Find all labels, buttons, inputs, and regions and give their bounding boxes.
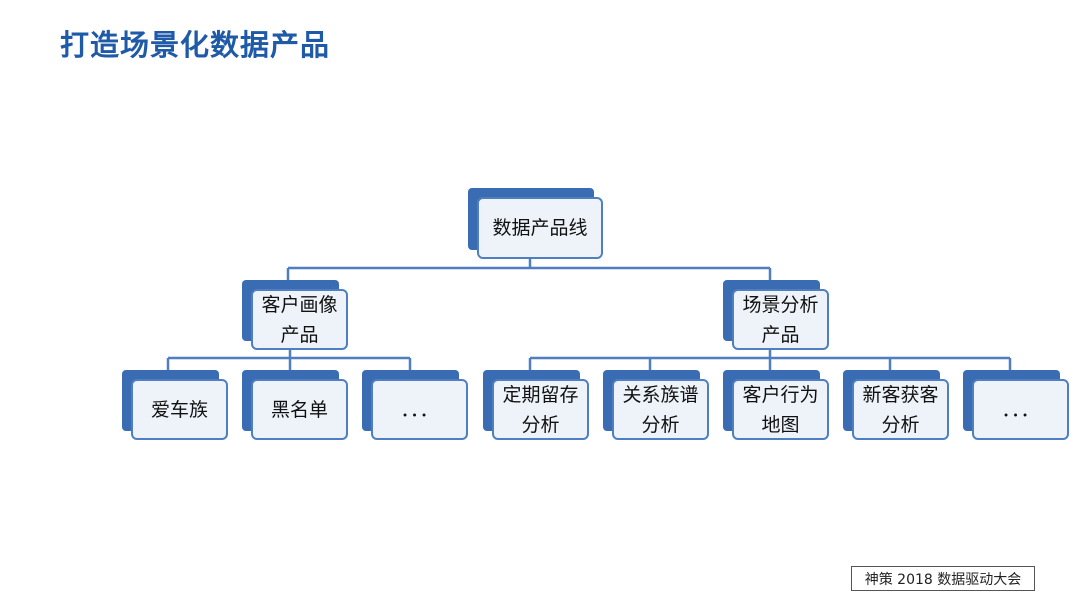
- leaf-node-label: 定期留存 分析: [502, 383, 579, 436]
- leaf-node-acquisition-analysis: 新客获客 分析: [843, 370, 949, 440]
- leaf-node-label: 关系族谱 分析: [622, 383, 699, 436]
- root-node: 数据产品线: [468, 188, 603, 259]
- branch-node-scenario-analysis: 场景分析 产品: [723, 280, 829, 350]
- leaf-node-label: 客户行为 地图: [742, 383, 819, 436]
- slide-title: 打造场景化数据产品: [60, 28, 331, 62]
- leaf-node-more-right: ．．．: [963, 370, 1069, 440]
- branch-node-label: 场景分析 产品: [742, 293, 819, 346]
- leaf-node-label: ．．．: [1001, 398, 1040, 421]
- leaf-node-behavior-map: 客户行为 地图: [723, 370, 829, 440]
- leaf-node-relationship-graph: 关系族谱 分析: [603, 370, 709, 440]
- branch-node-customer-profile: 客户画像 产品: [242, 280, 348, 350]
- leaf-node-label: 爱车族: [150, 398, 208, 421]
- leaf-node-label: ．．．: [400, 398, 439, 421]
- leaf-node-label: 新客获客 分析: [862, 383, 939, 436]
- leaf-node-blacklist: 黑名单: [242, 370, 348, 440]
- leaf-node-label: 黑名单: [270, 398, 328, 421]
- leaf-node-more-left: ．．．: [362, 370, 468, 440]
- leaf-node-car-lovers: 爱车族: [122, 370, 228, 440]
- leaf-node-retention-analysis: 定期留存 分析: [483, 370, 589, 440]
- event-badge: 神策 2018 数据驱动大会: [851, 566, 1035, 591]
- branch-node-label: 客户画像 产品: [261, 293, 338, 346]
- root-node-label: 数据产品线: [492, 217, 588, 239]
